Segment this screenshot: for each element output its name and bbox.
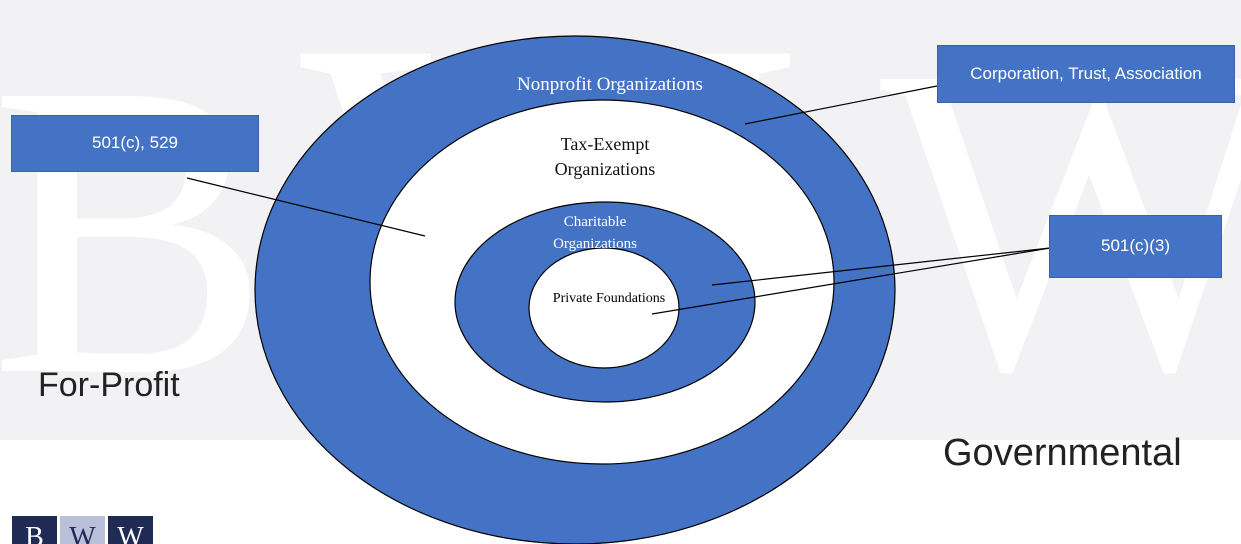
callout-501c3: 501(c)(3) (1049, 215, 1222, 278)
watermark-b-glyph: B (0, 0, 271, 462)
logo-letter: B (12, 516, 57, 544)
logo-letter: W (60, 516, 105, 544)
for-profit-label: For-Profit (38, 366, 180, 404)
connector-line (711, 247, 1051, 286)
nonprofit-label: Nonprofit Organizations (517, 74, 703, 95)
private-foundations-label: Private Foundations (552, 291, 666, 306)
connector-line (186, 177, 426, 237)
tax-exempt-label-line: Organizations (554, 159, 656, 180)
callout-corporation-trust-association: Corporation, Trust, Association (937, 45, 1235, 103)
logo-letter: W (108, 516, 153, 544)
connector-line (651, 247, 1051, 315)
charitable-label: Charitable Organizations (520, 212, 670, 256)
connector-line (744, 85, 938, 125)
charitable-label-line: Organizations (553, 235, 637, 252)
governmental-label: Governmental (943, 432, 1182, 474)
firm-logo: B W W (12, 516, 153, 544)
callout-501c-529: 501(c), 529 (11, 115, 259, 172)
private-foundations-ring (528, 247, 680, 369)
tax-exempt-label-line: Tax-Exempt (560, 134, 650, 154)
tax-exempt-label: Tax-Exempt Organizations (505, 132, 705, 182)
charitable-label-line: Charitable (563, 214, 627, 230)
